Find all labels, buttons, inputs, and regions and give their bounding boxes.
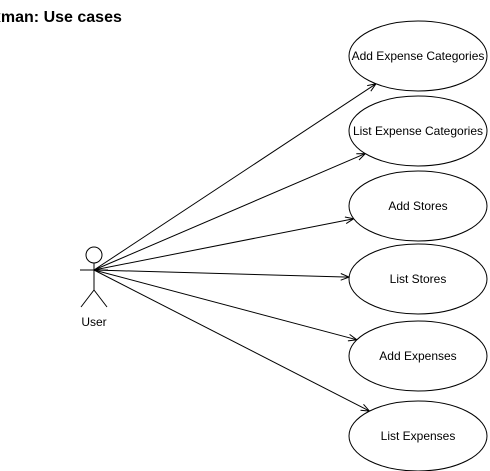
use-case-label: List Expense Categories	[353, 124, 483, 138]
association-line-list-stores	[93, 269, 350, 278]
association-line-add-expenses	[93, 269, 358, 341]
actor-label: User	[81, 315, 106, 329]
use-case-list-stores[interactable]: List Stores	[348, 243, 488, 315]
use-case-ellipse	[348, 170, 488, 242]
actor-user[interactable]: User	[80, 246, 108, 329]
use-case-add-stores[interactable]: Add Stores	[348, 170, 488, 242]
use-case-ellipse	[348, 400, 488, 471]
associations	[93, 83, 378, 412]
use-case-label: List Expenses	[381, 429, 456, 443]
use-case-ellipse	[348, 243, 488, 315]
association-line-list-expenses	[93, 269, 370, 412]
use-case-ellipse	[348, 95, 488, 167]
use-case-label: Add Expenses	[379, 349, 456, 363]
association-arrowhead-add-expense-categories	[367, 83, 378, 92]
use-case-list-expense-categories[interactable]: List Expense Categories	[348, 95, 488, 167]
use-case-label: Add Stores	[388, 199, 447, 213]
use-case-ellipse	[348, 320, 488, 392]
actor-left-leg	[80, 289, 95, 308]
association-line-list-expense-categories	[93, 153, 366, 271]
use-case-label: List Stores	[390, 272, 447, 286]
use-case-add-expenses[interactable]: Add Expenses	[348, 320, 488, 392]
actor-right-leg	[93, 289, 108, 308]
use-case-label: Add Expense Categories	[352, 49, 485, 63]
use-case-list-expenses[interactable]: List Expenses	[348, 400, 488, 471]
association-line-add-stores	[93, 218, 354, 271]
association-line-add-expense-categories	[93, 83, 377, 271]
actor-head	[85, 246, 103, 264]
page-title: xman: Use cases	[0, 9, 122, 26]
use-case-ellipse	[348, 20, 488, 92]
use-case-add-expense-categories[interactable]: Add Expense Categories	[348, 20, 488, 92]
